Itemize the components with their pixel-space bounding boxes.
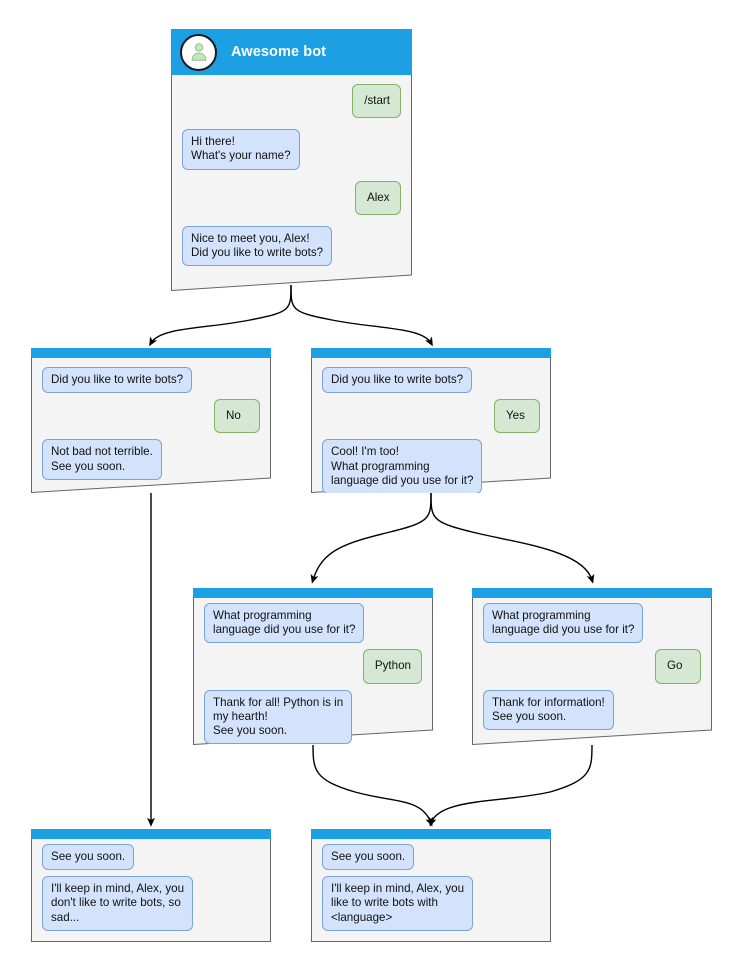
message-row: Did you like to write bots? [322, 367, 540, 394]
bot-title: Awesome bot [231, 44, 327, 60]
bot-message: Did you like to write bots? [42, 367, 193, 394]
message-row: Yes [322, 399, 540, 434]
bot-message: I'll keep in mind, Alex, you don't like … [42, 876, 194, 931]
edge-go-to-end-happy [429, 744, 593, 827]
message-row: Python [204, 649, 422, 684]
chat-body: See you soon. I'll keep in mind, Alex, y… [311, 839, 551, 931]
message-row: I'll keep in mind, Alex, you don't like … [42, 876, 260, 931]
person-icon [191, 43, 206, 61]
avatar [180, 33, 217, 71]
message-row: Thank for all! Python is in my hearth! S… [204, 689, 422, 745]
message-row: Cool! I'm too! What programming language… [322, 439, 540, 493]
user-message[interactable]: Yes [494, 399, 540, 434]
message-row: Did you like to write bots? [42, 367, 260, 394]
chat-header-bar [311, 348, 551, 358]
python-branch-node[interactable]: What programming language did you use fo… [193, 588, 433, 745]
go-branch-node[interactable]: What programming language did you use fo… [472, 588, 712, 745]
chat-body: What programming language did you use fo… [193, 598, 433, 745]
message-row: See you soon. [42, 844, 260, 871]
message-row: Go [483, 649, 701, 684]
bot-message: Thank for information! See you soon. [483, 689, 614, 731]
bot-message: What programming language did you use fo… [204, 603, 365, 644]
bot-message: See you soon. [322, 844, 415, 871]
chat-body: Did you like to write bots? Yes Cool! I'… [311, 358, 551, 493]
chat-header: Awesome bot [171, 29, 412, 75]
chat-header-bar [193, 588, 433, 598]
edge-yes-to-go [430, 492, 595, 584]
edge-yes-to-python [310, 492, 432, 584]
bot-message: Cool! I'm too! What programming language… [322, 439, 483, 493]
chat-body: See you soon. I'll keep in mind, Alex, y… [31, 839, 271, 931]
bot-message: Hi there! What's your name? [182, 129, 300, 170]
message-row: I'll keep in mind, Alex, you like to wri… [322, 876, 540, 931]
user-message[interactable]: Python [362, 649, 422, 684]
user-message[interactable]: Go [655, 649, 701, 684]
chat-header-bar [472, 588, 712, 598]
message-row: What programming language did you use fo… [483, 603, 701, 644]
end-sad-node[interactable]: See you soon. I'll keep in mind, Alex, y… [31, 829, 271, 942]
message-row: No [42, 399, 260, 434]
bot-message: Nice to meet you, Alex! Did you like to … [182, 225, 333, 267]
chat-header-bar [311, 829, 551, 839]
edge-python-to-end-happy [312, 744, 433, 827]
edge-root-to-yes [290, 284, 433, 347]
root-chat-node[interactable]: Awesome bot /start Hi there! What's your… [171, 29, 412, 291]
bot-message: Thank for all! Python is in my hearth! S… [204, 689, 353, 745]
bot-message: Not bad not terrible. See you soon. [42, 439, 162, 480]
message-row: /start [182, 84, 401, 119]
user-message[interactable]: /start [352, 84, 401, 119]
message-row: Hi there! What's your name? [182, 129, 401, 170]
yes-branch-node[interactable]: Did you like to write bots? Yes Cool! I'… [311, 348, 551, 493]
user-message[interactable]: Alex [355, 180, 401, 215]
bot-message: Did you like to write bots? [322, 367, 473, 394]
message-row: What programming language did you use fo… [204, 603, 422, 644]
chat-body: Did you like to write bots? No Not bad n… [31, 358, 271, 480]
chat-header-bar [31, 348, 271, 358]
chat-body: What programming language did you use fo… [472, 598, 712, 731]
bot-message: I'll keep in mind, Alex, you like to wri… [322, 876, 474, 931]
message-row: Nice to meet you, Alex! Did you like to … [182, 225, 401, 267]
message-row: Alex [182, 180, 401, 215]
no-branch-node[interactable]: Did you like to write bots? No Not bad n… [31, 348, 271, 493]
chat-header-bar [31, 829, 271, 839]
user-message[interactable]: No [214, 399, 260, 434]
bot-message: What programming language did you use fo… [483, 603, 644, 644]
edge-root-to-no [149, 284, 292, 347]
chat-body: /start Hi there! What's your name? Alex … [171, 75, 412, 267]
end-happy-node[interactable]: See you soon. I'll keep in mind, Alex, y… [311, 829, 551, 942]
message-row: Thank for information! See you soon. [483, 689, 701, 731]
message-row: Not bad not terrible. See you soon. [42, 439, 260, 480]
message-row: See you soon. [322, 844, 540, 871]
bot-message: See you soon. [42, 844, 135, 871]
